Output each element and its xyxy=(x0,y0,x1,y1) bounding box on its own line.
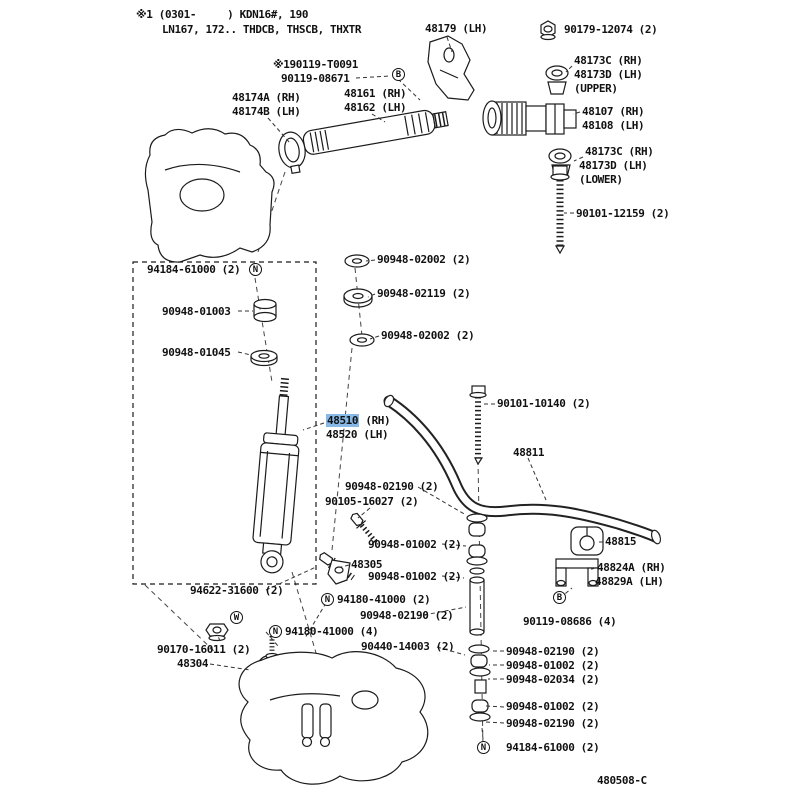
circled-letter-W: W xyxy=(230,611,243,624)
part-label-190119-t0091[interactable]: ※190119-T0091 xyxy=(273,58,358,71)
part-label-90440-14003[interactable]: 90440-14003 (2) xyxy=(361,640,455,653)
circled-letter-B-top: B xyxy=(392,68,405,81)
upper-bracket-48179-drawing xyxy=(427,35,475,101)
part-label-48520[interactable]: 48520 (LH) xyxy=(326,428,389,441)
circled-letter-N-bottom: N xyxy=(477,741,490,754)
part-label-90948-01045[interactable]: 90948-01045 xyxy=(162,346,231,359)
part-label-90948-01003[interactable]: 90948-01003 xyxy=(162,305,231,318)
part-label-48304[interactable]: 48304 xyxy=(177,657,209,670)
part-label-94184-61000-bottom[interactable]: 94184-61000 (2) xyxy=(506,741,600,754)
part-label-94180-41000-b[interactable]: 94180-41000 (4) xyxy=(285,625,379,638)
part-label-48173d-upper[interactable]: 48173D (LH) xyxy=(574,68,643,81)
shock-absorber-48510-drawing xyxy=(252,377,300,574)
part-label-48305[interactable]: 48305 xyxy=(351,558,383,571)
circled-letter-N-link-upper: N xyxy=(321,593,334,606)
frame-bracket-drawing xyxy=(144,128,275,263)
part-label-48174a[interactable]: 48174A (RH) xyxy=(232,91,301,104)
stabilizer-bar-drawing xyxy=(383,394,662,545)
part-label-48811[interactable]: 48811 xyxy=(513,446,545,459)
highlighted-part-number[interactable]: 48510 xyxy=(326,414,360,427)
part-label-90948-01002-b[interactable]: 90948-01002 (2) xyxy=(368,570,462,583)
part-label-48162[interactable]: 48162 (LH) xyxy=(344,101,407,114)
upper-note: (UPPER) xyxy=(574,82,618,95)
circled-letter-B-right: B xyxy=(553,591,566,604)
part-label-90948-02190-a[interactable]: 90948-02190 (2) xyxy=(345,480,439,493)
arm-shaft-48107-drawing xyxy=(482,100,577,136)
circled-letter-N-link-lower: N xyxy=(269,625,282,638)
bolt-90101-10140-drawing xyxy=(469,385,487,466)
part-side-rh: (RH) xyxy=(359,414,391,427)
part-label-90101-10140[interactable]: 90101-10140 (2) xyxy=(497,397,591,410)
nut-90170-drawing xyxy=(205,623,229,642)
stabilizer-link-drawing xyxy=(466,513,491,722)
header-note-line2: LN167, 172.. THDCB, THSCB, THXTR xyxy=(162,23,362,36)
clamp-48174-drawing xyxy=(278,131,306,175)
part-label-90948-01002-d[interactable]: 90948-01002 (2) xyxy=(506,700,600,713)
washer-90948-01045-drawing xyxy=(250,349,278,367)
nut-90179-drawing xyxy=(540,20,556,41)
stabilizer-bushing-48815-drawing xyxy=(570,526,604,556)
part-label-48815[interactable]: 48815 xyxy=(605,535,637,548)
part-label-90170-16011[interactable]: 90170-16011 (2) xyxy=(157,643,251,656)
part-label-48108[interactable]: 48108 (LH) xyxy=(582,119,645,132)
part-label-90948-02119[interactable]: 90948-02119 (2) xyxy=(377,287,471,300)
bushing-90948-01003-drawing xyxy=(253,298,277,323)
stabilizer-bracket-48824-drawing xyxy=(555,558,599,587)
part-label-94622-31600[interactable]: 94622-31600 (2) xyxy=(190,584,284,597)
bracket-48305-drawing xyxy=(327,559,351,585)
part-label-48824a[interactable]: 48824A (RH) xyxy=(597,561,666,574)
part-label-90119-08686[interactable]: 90119-08686 (4) xyxy=(523,615,617,628)
part-label-90179-12074[interactable]: 90179-12074 (2) xyxy=(564,23,658,36)
part-label-48107[interactable]: 48107 (RH) xyxy=(582,105,645,118)
part-label-94184-61000-top[interactable]: 94184-61000 (2) xyxy=(147,263,241,276)
part-label-48161[interactable]: 48161 (RH) xyxy=(344,87,407,100)
part-label-90105-16027[interactable]: 90105-16027 (2) xyxy=(325,495,419,508)
part-label-48179[interactable]: 48179 (LH) xyxy=(425,22,488,35)
part-label-90948-02190-b[interactable]: 90948-02190 (2) xyxy=(360,609,454,622)
part-label-90948-02002-b[interactable]: 90948-02002 (2) xyxy=(381,329,475,342)
part-label-90119-08671[interactable]: 90119-08671 xyxy=(281,72,350,85)
part-label-90948-02002-a[interactable]: 90948-02002 (2) xyxy=(377,253,471,266)
part-label-90101-12159[interactable]: 90101-12159 (2) xyxy=(576,207,670,220)
part-label-48173c-lower[interactable]: 48173C (RH) xyxy=(585,145,654,158)
bolt-90101-12159-drawing xyxy=(550,165,570,255)
strut-bar-48161-drawing xyxy=(302,109,449,155)
lower-control-arm-drawing xyxy=(238,651,429,785)
part-label-94180-41000-a[interactable]: 94180-41000 (2) xyxy=(337,593,431,606)
part-label-90948-02034[interactable]: 90948-02034 (2) xyxy=(506,673,600,686)
drawing-code: 480508-C xyxy=(597,774,647,787)
part-label-90948-01002-c[interactable]: 90948-01002 (2) xyxy=(506,659,600,672)
part-label-90948-02190-c[interactable]: 90948-02190 (2) xyxy=(506,645,600,658)
part-label-48174b[interactable]: 48174B (LH) xyxy=(232,105,301,118)
shock-assembly-box xyxy=(132,261,317,585)
leader-lines xyxy=(209,36,603,740)
washer-stack-drawing xyxy=(343,254,375,347)
part-label-48510[interactable]: 48510 (RH) xyxy=(326,414,391,427)
collar-48173-upper-drawing xyxy=(545,65,569,95)
part-label-90948-01002-a[interactable]: 90948-01002 (2) xyxy=(368,538,462,551)
header-note-line1: ※1 (0301- ) KDN16#, 190 xyxy=(136,8,309,21)
part-label-90948-02190-d[interactable]: 90948-02190 (2) xyxy=(506,717,600,730)
part-label-48829a[interactable]: 48829A (LH) xyxy=(595,575,664,588)
part-label-48173d-lower[interactable]: 48173D (LH) xyxy=(579,159,648,172)
part-label-48173c-upper[interactable]: 48173C (RH) xyxy=(574,54,643,67)
lower-note: (LOWER) xyxy=(579,173,623,186)
bolt-90105-drawing xyxy=(350,512,378,544)
circled-letter-N-top: N xyxy=(249,263,262,276)
